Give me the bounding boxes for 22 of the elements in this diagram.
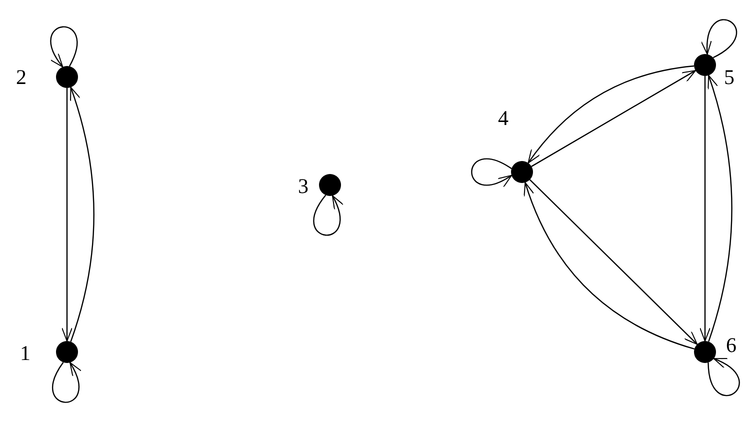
vertex-dot bbox=[511, 161, 533, 183]
self-loop-arrow bbox=[50, 26, 78, 68]
vertex-dot bbox=[694, 341, 716, 363]
vertex-label: 6 bbox=[726, 335, 736, 356]
arrow bbox=[707, 74, 732, 342]
vertex-dot bbox=[319, 174, 341, 196]
vertex-label: 5 bbox=[724, 67, 734, 88]
arrow bbox=[700, 76, 710, 342]
self-loop-arrow bbox=[471, 158, 512, 187]
vertex-dot bbox=[694, 54, 716, 76]
vertex-label: 4 bbox=[498, 108, 508, 129]
vertex-dot bbox=[56, 341, 78, 363]
self-loop-arrow bbox=[52, 362, 81, 403]
vertex-dot bbox=[56, 66, 78, 88]
self-loop-arrow bbox=[702, 19, 737, 58]
vertex-label: 3 bbox=[298, 176, 308, 197]
self-loop-arrow bbox=[313, 194, 343, 236]
self-loop-arrow bbox=[708, 358, 740, 396]
arrow bbox=[70, 86, 94, 342]
arrow bbox=[62, 88, 72, 342]
vertex-label: 2 bbox=[16, 67, 26, 88]
vertex-label: 1 bbox=[20, 343, 30, 364]
